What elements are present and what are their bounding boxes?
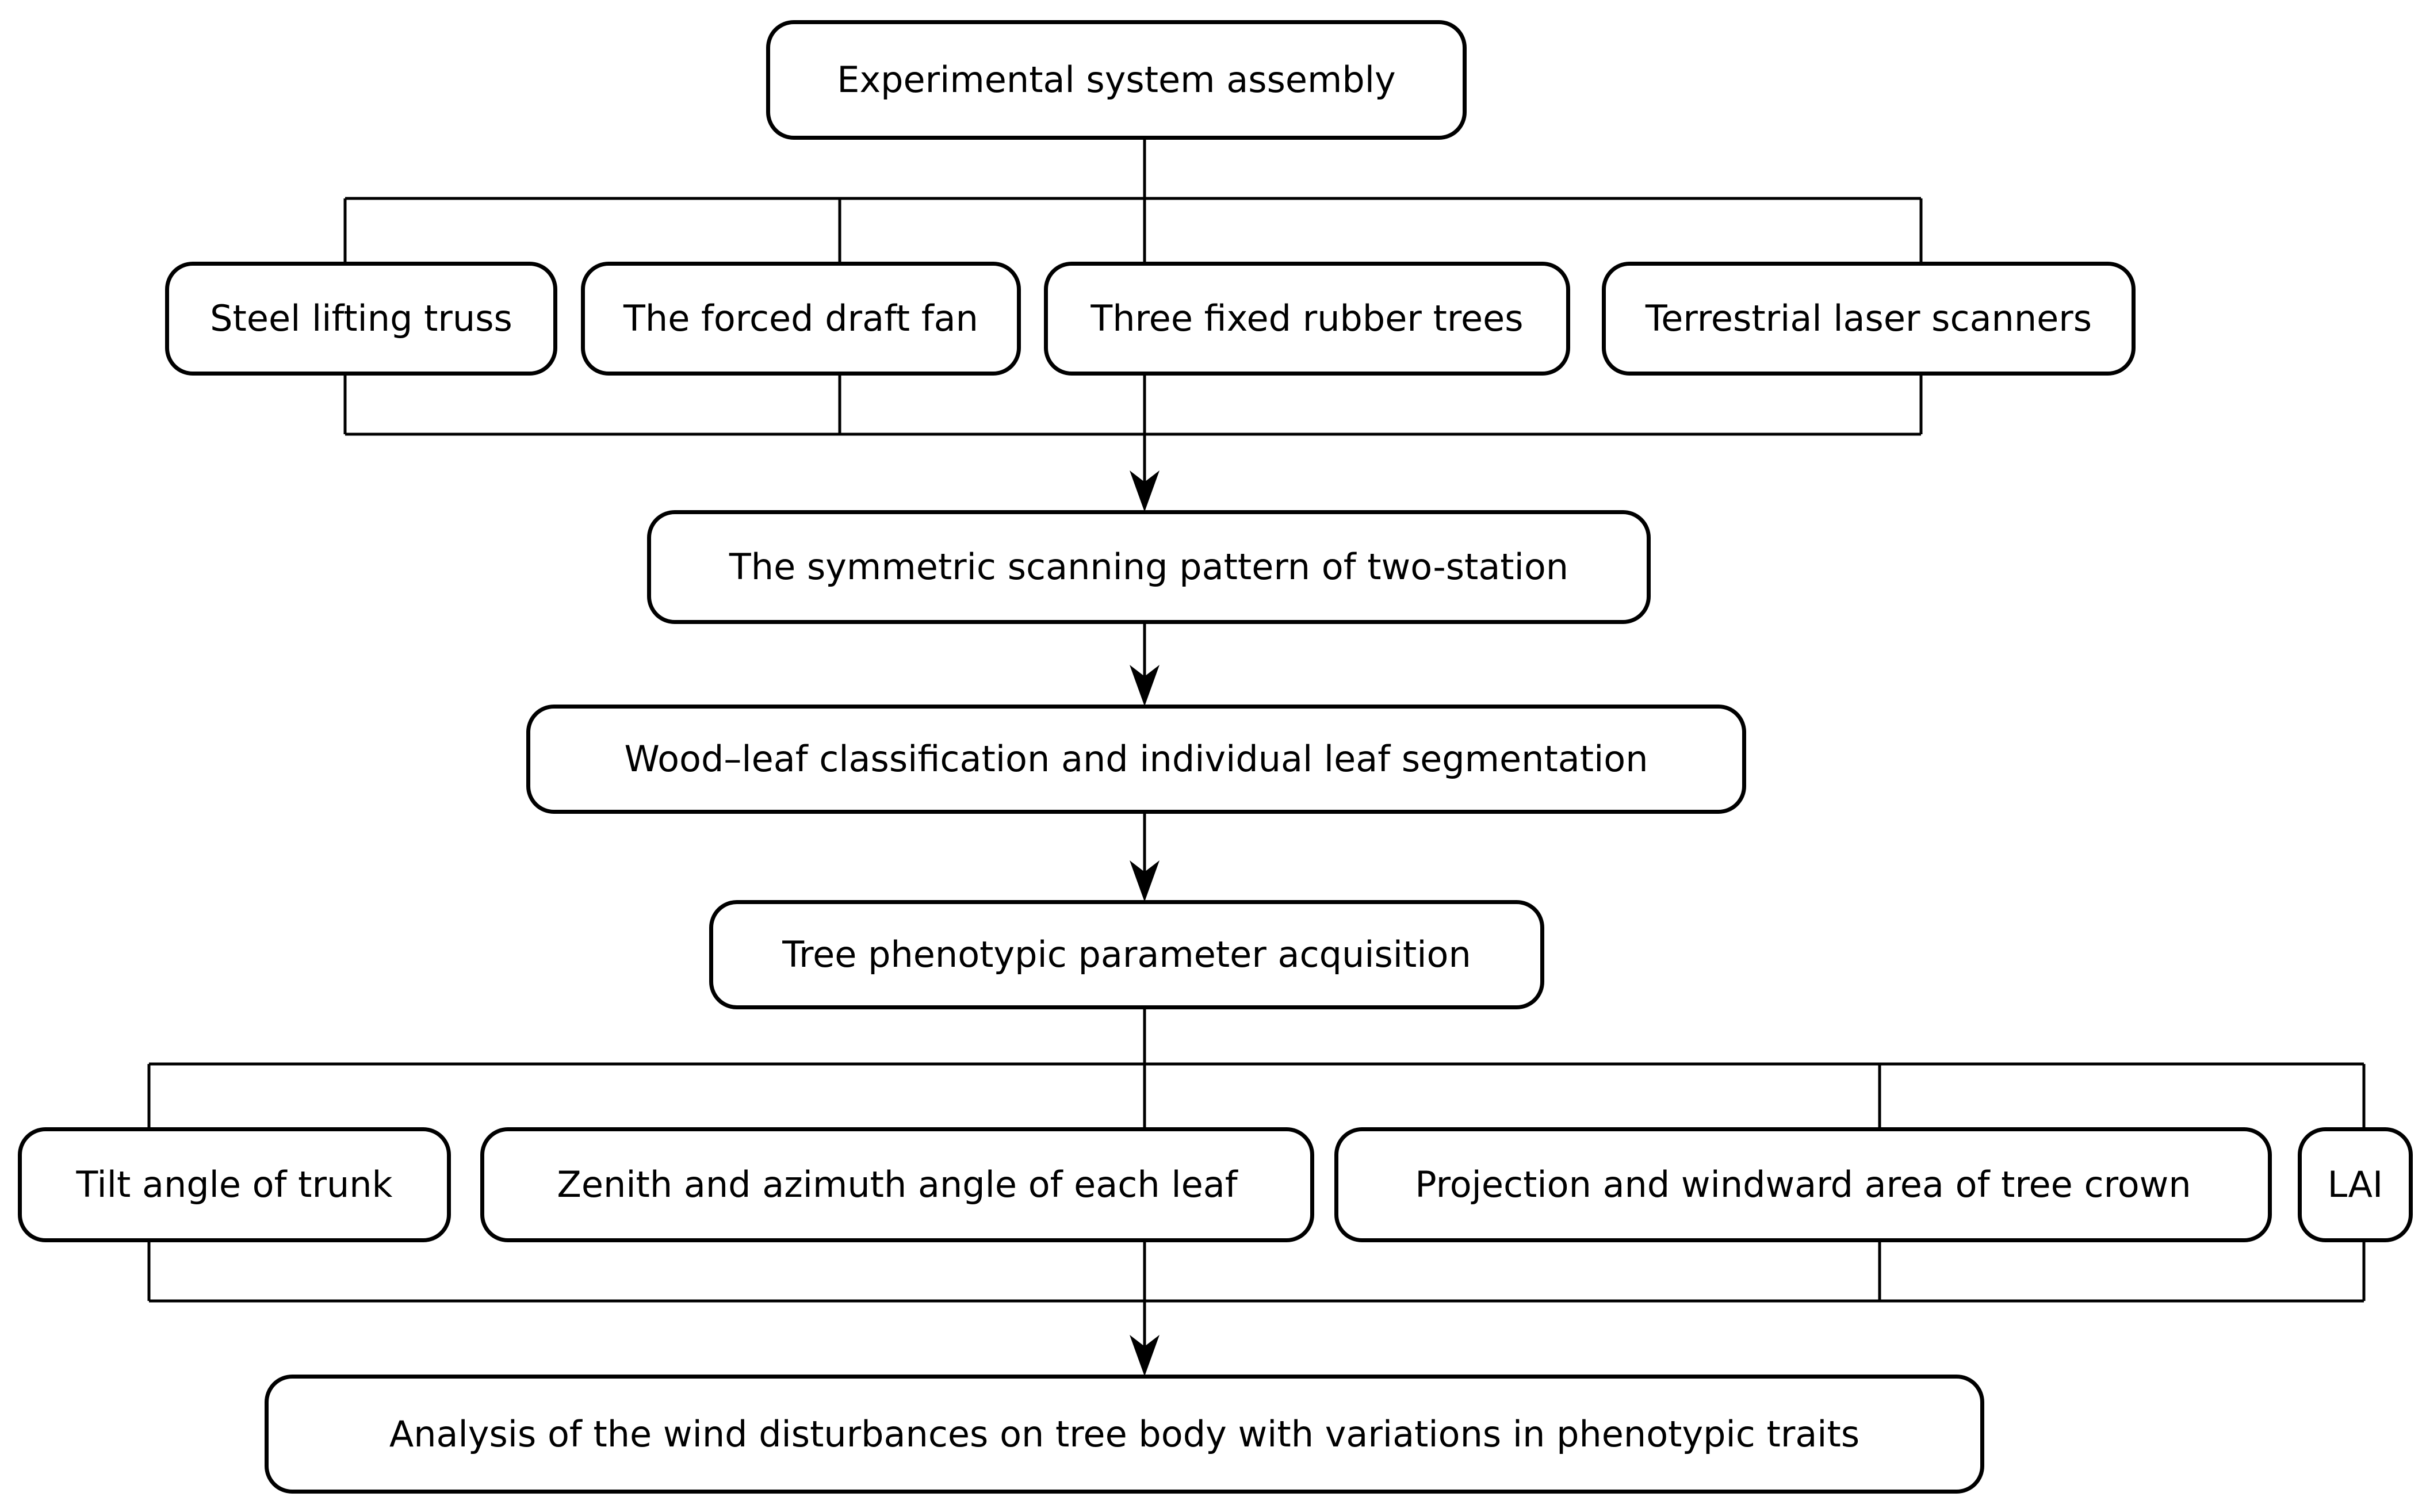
node-forced-draft-fan: The forced draft fan [581,262,1021,376]
node-label: Steel lifting truss [210,297,512,340]
node-tree-phenotypic-parameter-acquisition: Tree phenotypic parameter acquisition [709,900,1544,1009]
node-label: The symmetric scanning pattern of two-st… [729,546,1569,588]
node-steel-lifting-truss: Steel lifting truss [165,262,557,376]
node-label: LAI [2327,1163,2383,1206]
node-wood-leaf-classification: Wood–leaf classification and individual … [526,705,1746,814]
node-label: Analysis of the wind disturbances on tre… [389,1413,1860,1455]
node-label: Three fixed rubber trees [1090,297,1524,340]
node-zenith-azimuth-angle-of-each-leaf: Zenith and azimuth angle of each leaf [480,1127,1314,1242]
node-label: Tree phenotypic parameter acquisition [782,933,1471,976]
node-lai: LAI [2298,1127,2413,1242]
node-projection-windward-area-of-tree-crown: Projection and windward area of tree cro… [1334,1127,2272,1242]
node-experimental-system-assembly: Experimental system assembly [766,20,1467,140]
node-label: Terrestrial laser scanners [1645,297,2092,340]
connector-lines [147,140,2366,1349]
arrowhead-into-scanning-pattern [1130,470,1160,512]
node-analysis-of-wind-disturbances: Analysis of the wind disturbances on tre… [265,1375,1984,1494]
arrowhead-into-analysis [1130,1335,1160,1376]
arrowheads [1130,470,1160,1376]
arrowhead-into-phenotypic [1130,860,1160,902]
node-label: Wood–leaf classification and individual … [624,738,1648,780]
node-three-fixed-rubber-trees: Three fixed rubber trees [1044,262,1570,376]
node-label: Projection and windward area of tree cro… [1415,1163,2191,1206]
node-label: Tilt angle of trunk [76,1163,393,1206]
node-label: The forced draft fan [623,297,978,340]
node-label: Experimental system assembly [837,59,1396,101]
node-terrestrial-laser-scanners: Terrestrial laser scanners [1602,262,2136,376]
arrowhead-into-wood-leaf [1130,665,1160,706]
node-symmetric-scanning-pattern: The symmetric scanning pattern of two-st… [647,510,1651,624]
node-label: Zenith and azimuth angle of each leaf [557,1163,1238,1206]
node-tilt-angle-of-trunk: Tilt angle of trunk [18,1127,451,1242]
